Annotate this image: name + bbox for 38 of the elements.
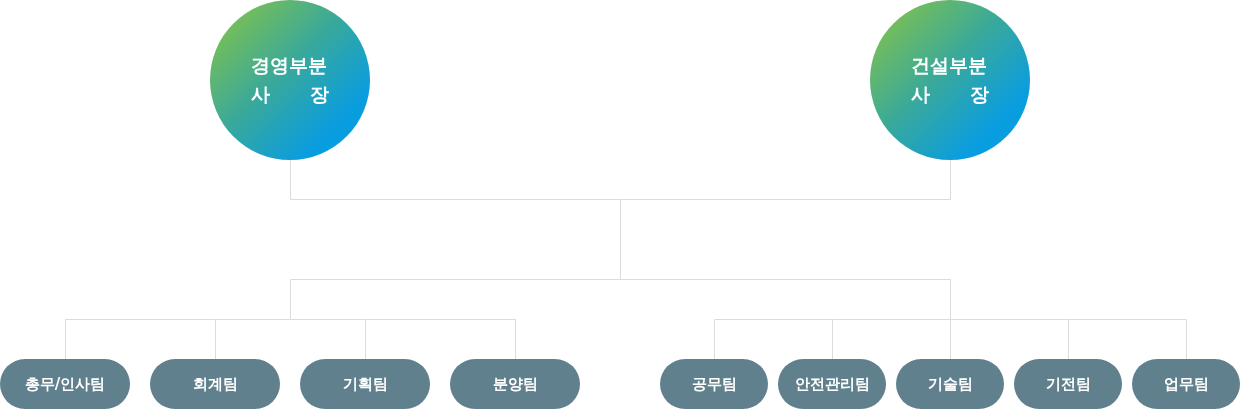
connector-line [620, 159, 951, 200]
team-pill [1132, 359, 1240, 409]
connector-line [365, 319, 516, 360]
team-pill [778, 359, 886, 409]
team-label: 기획팀 [342, 374, 388, 394]
team-pill [660, 359, 768, 409]
team-pill [1014, 359, 1122, 409]
team-label: 업무팀 [1163, 374, 1209, 394]
team-label: 분양팀 [492, 374, 538, 394]
connector-line [215, 319, 216, 360]
team-label: 회계팀 [192, 374, 238, 394]
connector-line [620, 279, 951, 320]
connector-line [950, 319, 951, 360]
connector-line [65, 319, 216, 360]
connector-line [950, 319, 1069, 320]
connector-line [1068, 319, 1069, 360]
team-label: 총무/인사팀 [24, 374, 106, 394]
team-pill [450, 359, 580, 409]
team-pill [300, 359, 430, 409]
connector-line [290, 279, 621, 320]
team-pill [896, 359, 1004, 409]
connector-line [1068, 319, 1187, 360]
connector-line [365, 319, 366, 360]
team-label: 공무팀 [691, 374, 737, 394]
team-label: 안전관리팀 [794, 374, 870, 394]
team-label: 기전팀 [1045, 374, 1091, 394]
connector-line [714, 319, 833, 360]
title-label: 건설부분 사 장 [910, 53, 990, 107]
team-label: 기술팀 [927, 374, 973, 394]
connector-line [832, 319, 951, 320]
connector-line [215, 319, 291, 320]
connector-line [290, 159, 621, 200]
team-pill [0, 359, 130, 409]
connector-line [290, 319, 366, 320]
connector-line [620, 199, 621, 280]
team-pill [150, 359, 280, 409]
title-label: 경영부분 사 장 [250, 53, 330, 107]
connector-line [832, 319, 833, 360]
